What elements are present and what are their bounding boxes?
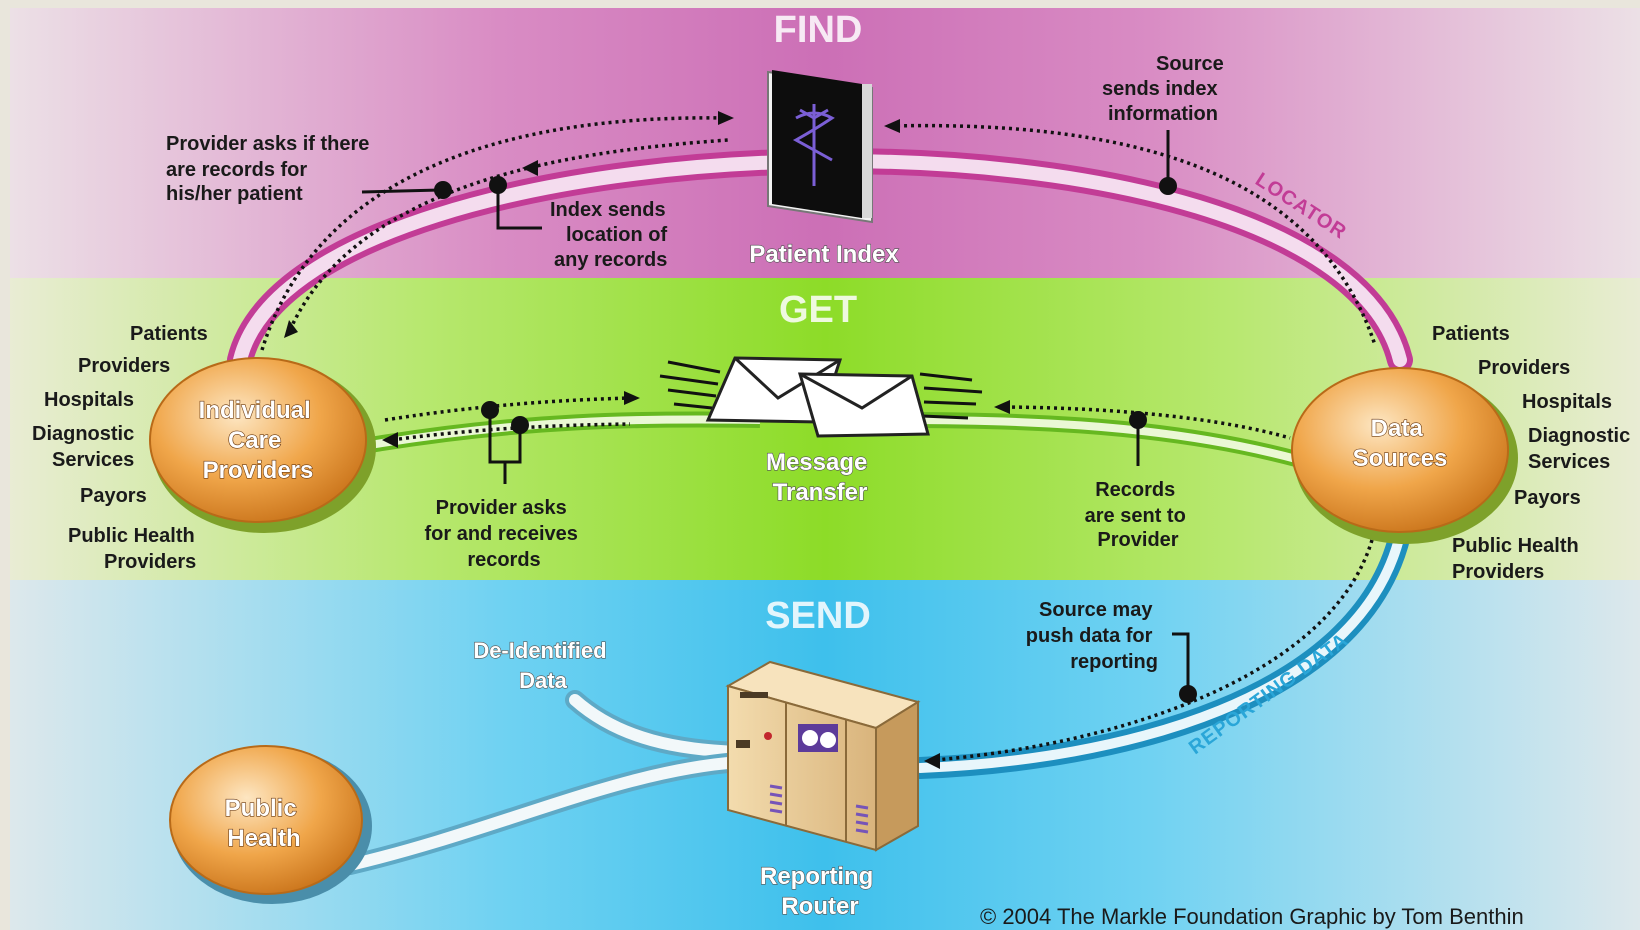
reporting-data-arc-highlight [915,530,1405,773]
source-sends-index-callout: Source sends index information [1102,53,1229,125]
records-sent-callout-pointer [1129,411,1147,466]
public-health-node [169,745,372,904]
arrowhead [522,160,538,176]
left-list-patients: Patients [130,323,208,345]
arrowhead [884,119,900,133]
right-list-patients: Patients [1432,323,1510,345]
source-may-push-callout-pointer [1172,632,1197,703]
arrowhead [718,111,734,125]
left-list-providers-2: Providers [104,551,196,573]
right-list-diagnostic: Diagnostic [1528,425,1630,447]
message-transfer-envelope-icon [659,356,983,438]
index-sends-callout-pointer [489,176,542,230]
reporting-router-label: Reporting Router [760,863,880,920]
arrowhead [382,432,398,448]
right-list-providers-2: Providers [1452,561,1544,583]
message-transfer-label: Message Transfer [766,449,874,506]
arrowhead [924,753,940,769]
locator-dotted-path-outer [260,116,729,351]
reporting-router-server-icon [725,660,921,852]
right-list-payors: Payors [1514,487,1581,509]
get-band-title: GET [779,289,857,331]
send-band-title: SEND [765,595,871,637]
right-list-services: Services [1528,451,1610,473]
arrowhead [994,400,1010,414]
left-list-hospitals: Hospitals [44,389,134,411]
index-sends-callout: Index sends location of any records [550,199,673,271]
provider-asks-callout: Provider asks if there are records for h… [166,133,375,205]
provider-asks-callout-pointer [361,181,452,199]
left-list-providers: Providers [78,355,170,377]
left-list-diagnostic: Diagnostic [32,423,134,445]
provider-asks-receives-callout-pointer [481,401,529,484]
credit-line: © 2004 The Markle Foundation Graphic by … [980,904,1524,929]
patient-index-book-icon [767,70,873,224]
de-identified-data-label: De-Identified Data [473,638,612,693]
right-list-providers: Providers [1478,357,1570,379]
source-may-push-callout: Source may push data for reporting [1026,599,1158,673]
right-list-hospitals: Hospitals [1522,391,1612,413]
data-sources-node [1291,367,1518,544]
right-list-public-health: Public Health [1452,535,1579,557]
records-sent-callout: Records are sent to Provider [1085,479,1192,551]
public-health-label: Public Health [225,795,304,852]
left-list-payors: Payors [80,485,147,507]
locator-dotted-path-right [889,123,1377,346]
get-channel-right-highlight [899,416,1302,464]
de-identified-data-pipe-highlight [569,694,746,758]
arrowhead [284,320,298,338]
individual-care-providers-label: Individual Care Providers [199,397,318,484]
public-health-pipe-highlight [344,756,746,871]
get-dotted-upper [384,396,631,422]
individual-care-providers-node [149,357,376,533]
provider-asks-receives-callout: Provider asks for and receives records [425,497,584,571]
arrowhead [624,391,640,405]
left-list-services: Services [52,449,134,471]
data-sources-label: Data Sources [1353,415,1448,472]
get-dotted-right [1004,405,1291,440]
find-band-title: FIND [774,9,863,51]
patient-index-label: Patient Index [749,241,899,268]
source-sends-index-callout-pointer [1159,130,1177,195]
left-list-public-health: Public Health [68,525,195,547]
